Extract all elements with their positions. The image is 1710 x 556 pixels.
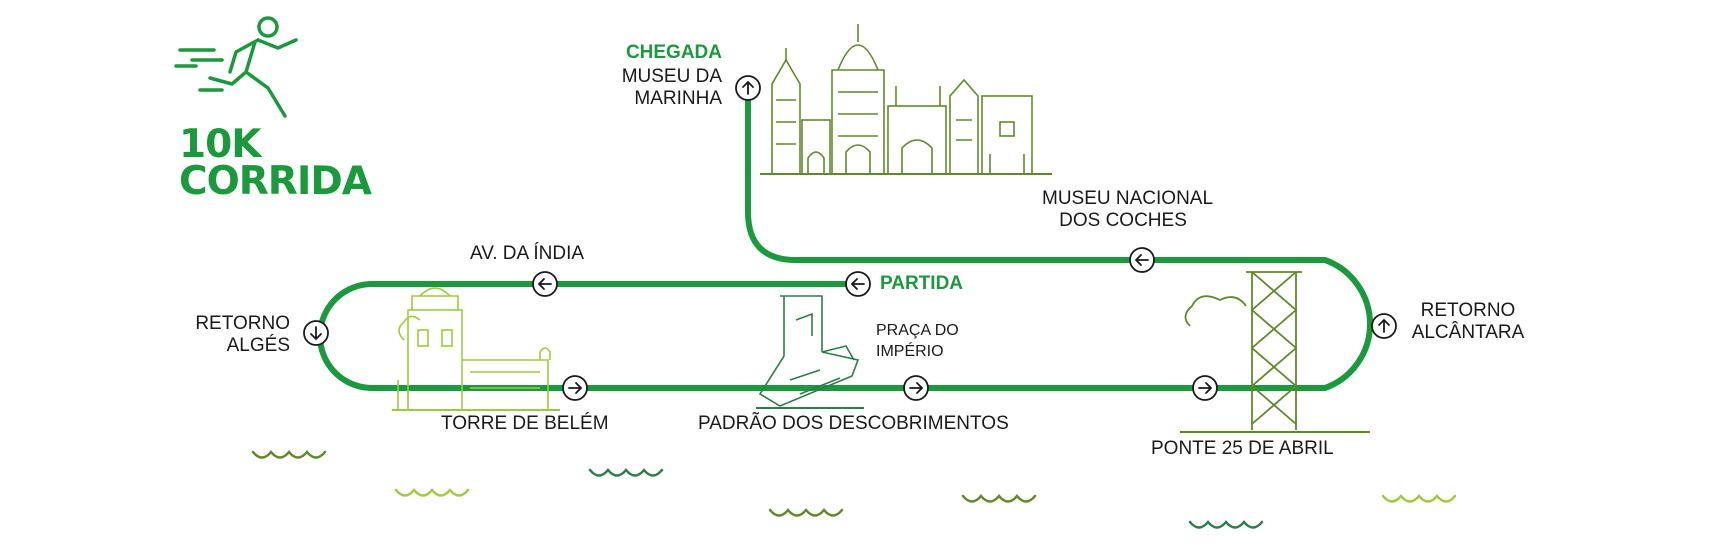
wave-icon <box>251 450 327 459</box>
belem-tower-icon <box>392 287 560 411</box>
praca-imperio-label: PRAÇA DO IMPÉRIO <box>876 320 959 362</box>
arrow-left-icon <box>1129 247 1155 273</box>
finish-label: CHEGADA <box>625 42 722 63</box>
runner-icon <box>174 16 298 118</box>
torre-belem-label: TORRE DE BELÉM <box>441 413 609 434</box>
wave-icon <box>588 468 664 477</box>
start-label: PARTIDA <box>880 273 964 294</box>
finish-place-line1: MUSEU DA <box>621 66 722 87</box>
arrow-left-icon <box>845 271 871 297</box>
finish-place-label: MUSEU DA MARINHA <box>622 66 722 110</box>
wave-icon <box>768 508 844 517</box>
wave-icon <box>961 494 1037 503</box>
retorno-alcantara-line1: RETORNO <box>1420 300 1516 321</box>
bridge-25-abril-icon <box>1180 271 1370 433</box>
arrow-right-icon <box>903 375 929 401</box>
praca-imperio-line1: PRAÇA DO <box>876 322 959 339</box>
coches-line1: MUSEU NACIONAL <box>1042 188 1214 209</box>
jeronimos-monastery-icon <box>760 24 1052 175</box>
wave-icon <box>394 488 470 497</box>
retorno-alges-line2: ALGÉS <box>226 335 290 356</box>
retorno-alcantara-line2: ALCÂNTARA <box>1411 322 1525 343</box>
av-india-label: AV. DA ÍNDIA <box>470 243 585 264</box>
route-line <box>317 85 1373 391</box>
wave-icon <box>1188 520 1264 529</box>
arrow-down-icon <box>303 320 329 346</box>
race-title: 10K CORRIDA <box>179 122 372 204</box>
ponte-label: PONTE 25 DE ABRIL <box>1151 438 1334 459</box>
arrow-right-icon <box>562 375 588 401</box>
padrao-monument-icon <box>756 295 864 409</box>
wave-icon <box>1381 494 1457 503</box>
retorno-alcantara-label: RETORNO ALCÂNTARA <box>1408 300 1528 344</box>
race-title-line1: 10K <box>179 122 261 167</box>
finish-place-line2: MARINHA <box>634 88 722 109</box>
arrow-up-icon <box>735 75 761 101</box>
retorno-alges-label: RETORNO ALGÉS <box>195 313 290 357</box>
coches-label: MUSEU NACIONAL DOS COCHES <box>1042 188 1214 232</box>
race-title-line2: CORRIDA <box>179 159 372 204</box>
padrao-label: PADRÃO DOS DESCOBRIMENTOS <box>698 413 1009 434</box>
retorno-alges-line1: RETORNO <box>195 313 290 334</box>
arrow-right-icon <box>1192 375 1218 401</box>
arrow-up-icon <box>1371 313 1397 339</box>
praca-imperio-line2: IMPÉRIO <box>876 343 944 360</box>
coches-line2: DOS COCHES <box>1059 210 1187 231</box>
arrow-left-icon <box>532 271 558 297</box>
